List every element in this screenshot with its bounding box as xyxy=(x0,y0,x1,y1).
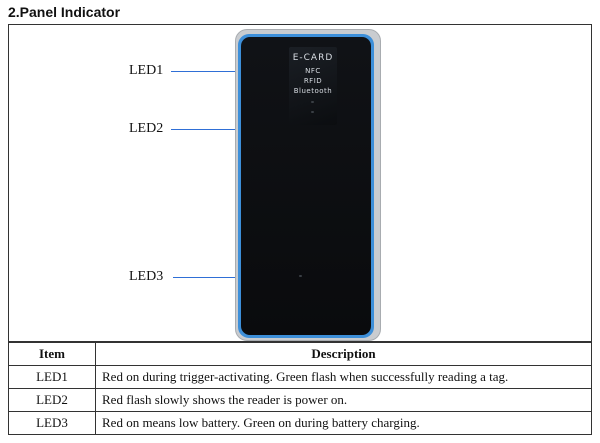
row-description: Red flash slowly shows the reader is pow… xyxy=(95,388,592,412)
led1-label: LED1 xyxy=(129,63,164,78)
row-description: Red on means low battery. Green on durin… xyxy=(95,411,592,435)
device-brand-text: E-CARD xyxy=(292,53,334,63)
led3-label: LED3 xyxy=(129,269,164,284)
row-description: Red on during trigger-activating. Green … xyxy=(95,365,592,389)
table-row: LED1 Red on during trigger-activating. G… xyxy=(8,365,592,389)
device-logo-window: E-CARD NFC RFID Bluetooth xyxy=(289,47,337,125)
led3-pointer xyxy=(173,277,295,278)
device-nfc-text: NFC xyxy=(305,67,321,75)
led2-pointer xyxy=(171,129,279,130)
device-front-panel: E-CARD NFC RFID Bluetooth xyxy=(241,37,371,335)
header-item: Item xyxy=(8,342,96,366)
header-description: Description xyxy=(95,342,592,366)
table-row: LED2 Red flash slowly shows the reader i… xyxy=(8,388,592,412)
card-reader-device: E-CARD NFC RFID Bluetooth xyxy=(235,29,381,343)
led2-label: LED2 xyxy=(129,121,164,136)
device-rfid-text: RFID xyxy=(303,77,323,85)
led3-indicator xyxy=(299,275,302,277)
device-figure: LED1 LED2 LED3 E-CARD NFC RFID Bluetooth xyxy=(8,24,592,342)
led1-indicator xyxy=(311,101,314,103)
row-item: LED1 xyxy=(8,365,96,389)
led2-indicator xyxy=(311,111,314,113)
row-item: LED2 xyxy=(8,388,96,412)
section-title: 2.Panel Indicator xyxy=(8,4,121,20)
table-header-row: Item Description xyxy=(8,342,592,366)
indicator-table: Item Description LED1 Red on during trig… xyxy=(8,342,592,435)
device-bluetooth-text: Bluetooth xyxy=(293,87,333,95)
led1-pointer xyxy=(171,71,269,72)
table-row: LED3 Red on means low battery. Green on … xyxy=(8,411,592,435)
row-item: LED3 xyxy=(8,411,96,435)
